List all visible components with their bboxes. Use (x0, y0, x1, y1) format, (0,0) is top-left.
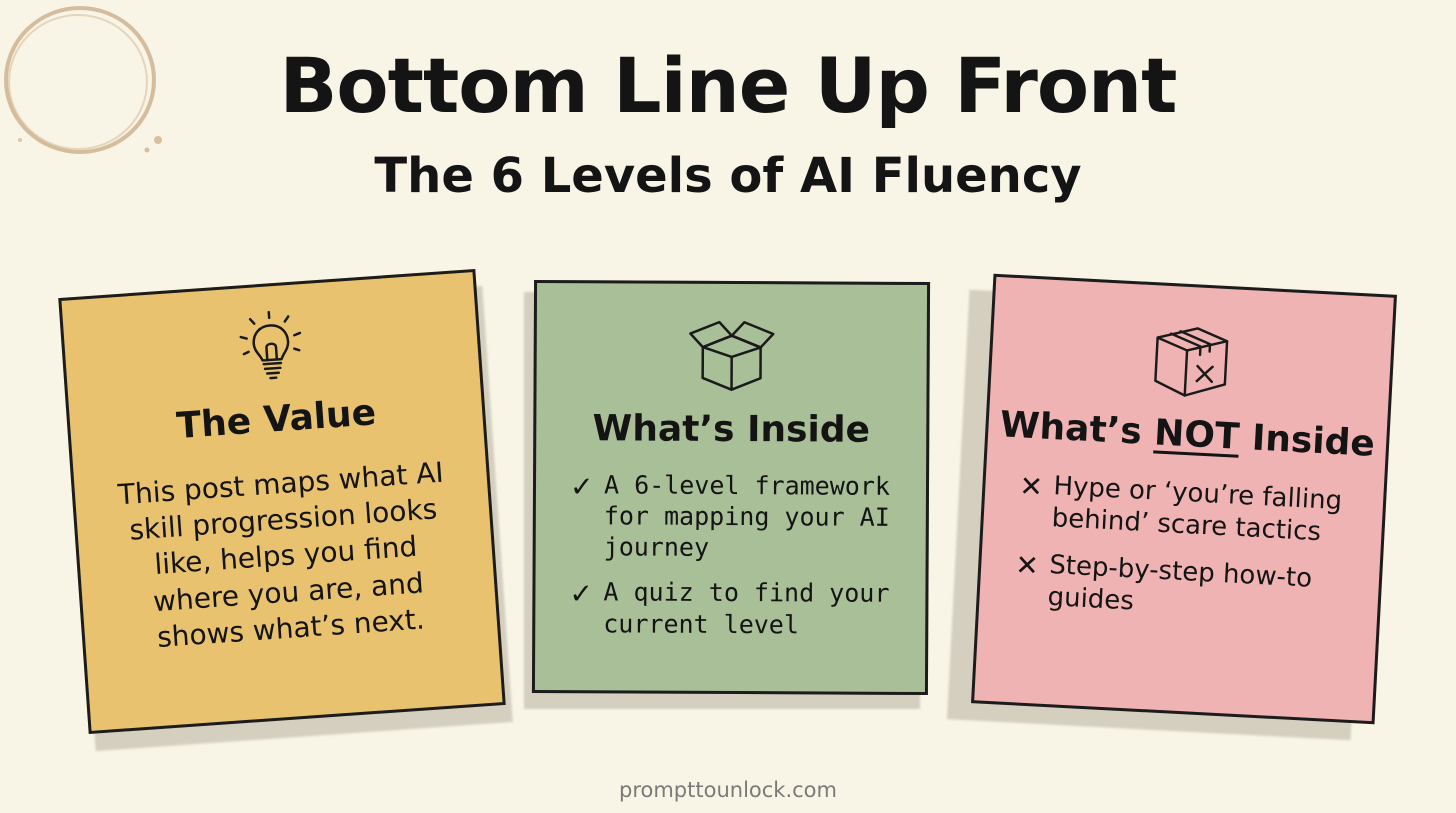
list-item-text: A 6-level framework for mapping your AI … (603, 469, 891, 562)
value-card: The Value This post maps what AI skill p… (58, 268, 506, 735)
list-item: ✓ A 6-level framework for mapping your A… (570, 469, 896, 564)
whats-inside-heading: What’s Inside (592, 408, 871, 451)
crossed-box-icon (1154, 327, 1229, 397)
whats-not-inside-list: ✕ Hype or ‘you’re falling behind’ scare … (979, 466, 1384, 631)
coffee-stain-decoration (4, 6, 162, 154)
list-item: ✕ Hype or ‘you’re falling behind’ scare … (1017, 468, 1354, 550)
checkmark-icon: ✓ (569, 469, 594, 503)
checkmark-icon: ✓ (569, 577, 593, 611)
heading-emphasis: NOT (1153, 412, 1241, 458)
open-box-icon (689, 320, 775, 391)
list-item-text: Step-by-step how-to guides (1046, 549, 1313, 617)
cross-icon: ✕ (1014, 547, 1040, 583)
whats-inside-card: What’s Inside ✓ A 6-level framework for … (531, 279, 931, 696)
value-description: This post maps what AI skill progression… (116, 455, 445, 655)
list-item: ✕ Step-by-step how-to guides (1013, 547, 1350, 629)
whats-not-inside-heading: What’s NOT Inside (988, 404, 1388, 465)
value-heading: The Value (175, 392, 378, 448)
heading-prefix: What’s (998, 404, 1143, 453)
page-title: Bottom Line Up Front (279, 41, 1177, 130)
whats-inside-list: ✓ A 6-level framework for mapping your A… (535, 469, 926, 641)
lightbulb-icon (239, 310, 302, 380)
cross-icon: ✕ (1018, 468, 1044, 504)
list-item: ✓ A quiz to find your current level (569, 576, 895, 640)
whats-not-inside-card: What’s NOT Inside ✕ Hype or ‘you’re fall… (971, 273, 1397, 725)
page-subtitle: The 6 Levels of AI Fluency (374, 148, 1082, 204)
list-item-text: Hype or ‘you’re falling behind’ scare ta… (1051, 470, 1343, 548)
footer-url: prompttounlock.com (619, 778, 837, 802)
list-item-text: A quiz to find your current level (603, 577, 890, 639)
heading-suffix: Inside (1250, 417, 1376, 465)
